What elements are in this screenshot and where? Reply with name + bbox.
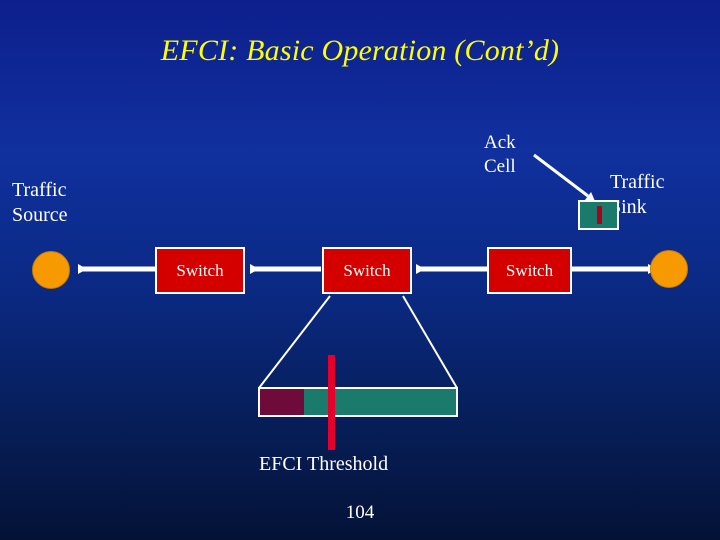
queue-callout-lines bbox=[258, 295, 458, 389]
switch-queue-occupancy bbox=[260, 389, 304, 415]
efci-threshold-marker bbox=[328, 355, 335, 450]
switch-node-1[interactable]: Switch bbox=[155, 247, 245, 294]
traffic-sink-label: Traffic Sink bbox=[610, 171, 665, 218]
ack-cell-tick-icon bbox=[597, 206, 602, 224]
switch-node-2-label: Switch bbox=[343, 260, 391, 280]
traffic-sink-endpoint-icon bbox=[650, 250, 688, 288]
ack-cell-icon bbox=[578, 200, 619, 230]
page-title: EFCI: Basic Operation (Cont’d) bbox=[160, 34, 560, 67]
switch-node-3[interactable]: Switch bbox=[487, 247, 572, 294]
switch-node-3-label: Switch bbox=[505, 260, 554, 280]
switch-queue-bar bbox=[258, 387, 458, 417]
switch-node-1-label: Switch bbox=[176, 260, 224, 280]
ack-cell-label: Ack Cell bbox=[484, 132, 516, 177]
traffic-source-label: Traffic Source bbox=[12, 179, 68, 226]
traffic-source-endpoint-icon bbox=[32, 251, 70, 289]
slide-page-number: 104 bbox=[345, 502, 375, 523]
efci-threshold-label: EFCI Threshold bbox=[259, 453, 389, 475]
ack-cell-pointer-arrow bbox=[533, 153, 596, 202]
switch-node-2[interactable]: Switch bbox=[322, 247, 412, 294]
